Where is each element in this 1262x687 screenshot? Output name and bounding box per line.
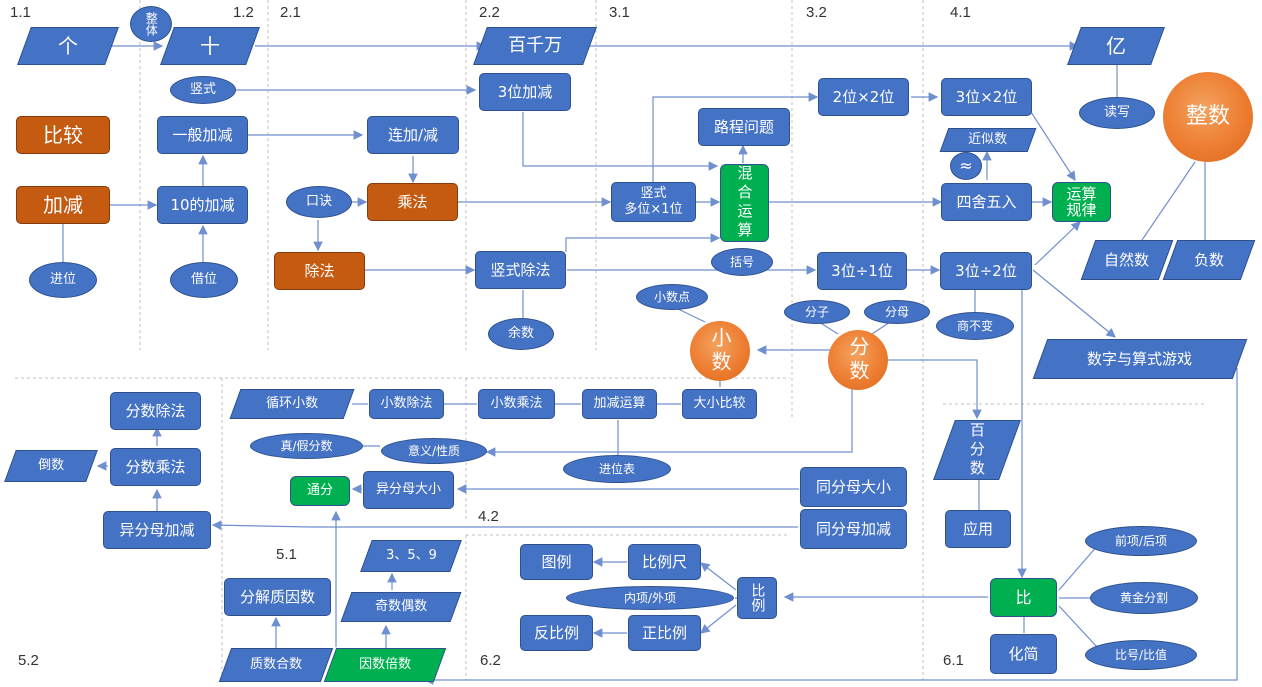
node-bihao-bizhi[interactable]: 比号/比值	[1085, 640, 1197, 670]
node-zhengbili[interactable]: 正比例	[628, 615, 701, 651]
node-lucheng-wenti[interactable]: 路程问题	[698, 108, 790, 146]
node-yinshu-beishu[interactable]: 因数倍数	[323, 648, 447, 682]
node-xiaoshu[interactable]: 小数	[690, 321, 750, 381]
node-sishewuru[interactable]: 四舍五入	[941, 183, 1032, 221]
node-shi[interactable]: 十	[160, 27, 260, 65]
node-ziranshu[interactable]: 自然数	[1080, 240, 1174, 280]
node-huajian[interactable]: 化简	[990, 634, 1057, 674]
node-zhengti[interactable]: 整体	[130, 6, 172, 42]
section-label-1-1: 1.1	[10, 4, 31, 21]
node-bijiao[interactable]: 比较	[16, 116, 110, 154]
node-3wei-jiajian[interactable]: 3位加减	[479, 73, 571, 111]
node-approx[interactable]: ≈	[950, 152, 982, 180]
node-yibanjiajian[interactable]: 一般加减	[157, 116, 248, 154]
node-chengfa[interactable]: 乘法	[367, 183, 458, 221]
node-fenshu-chufa[interactable]: 分数除法	[110, 392, 201, 430]
node-fenmu[interactable]: 分母	[864, 300, 930, 324]
node-neixiang-waixiang[interactable]: 内项/外项	[566, 586, 734, 610]
node-zhenjia-fenshu[interactable]: 真/假分数	[250, 433, 363, 459]
node-lianjiajian[interactable]: 连加/减	[367, 116, 459, 154]
node-yi[interactable]: 亿	[1067, 27, 1165, 65]
node-yunsuan-guilv[interactable]: 运算 规律	[1052, 182, 1111, 222]
node-fenjie-zhiyinshu[interactable]: 分解质因数	[224, 578, 331, 616]
node-3x2[interactable]: 3位×2位	[941, 78, 1032, 116]
node-tuli[interactable]: 图例	[520, 544, 593, 580]
node-yingyong[interactable]: 应用	[945, 510, 1011, 548]
node-3d2[interactable]: 3位÷2位	[940, 252, 1032, 290]
node-shushi[interactable]: 竖式	[170, 76, 236, 104]
node-3d1[interactable]: 3位÷1位	[817, 252, 907, 290]
node-daxiao-bijiao[interactable]: 大小比较	[682, 389, 757, 419]
node-jiajian[interactable]: 加减	[16, 186, 110, 224]
node-bilichi[interactable]: 比例尺	[628, 544, 701, 580]
section-label-5-2: 5.2	[18, 652, 39, 669]
node-tongfen[interactable]: 通分	[290, 476, 350, 506]
node-tongfenmu-jiajian[interactable]: 同分母加减	[800, 509, 907, 549]
node-yifenmu-daxiao[interactable]: 异分母大小	[363, 471, 454, 509]
node-jinweibiao[interactable]: 进位表	[563, 455, 671, 483]
node-bili[interactable]: 比例	[737, 577, 777, 619]
section-label-2-2: 2.2	[479, 4, 500, 21]
node-kuohao[interactable]: 括号	[711, 248, 773, 276]
node-fanbili[interactable]: 反比例	[520, 615, 593, 651]
node-chufa[interactable]: 除法	[274, 252, 365, 290]
node-shuzi-youxi[interactable]: 数字与算式游戏	[1032, 339, 1248, 379]
node-yushu[interactable]: 余数	[488, 318, 554, 350]
node-duxie[interactable]: 读写	[1079, 97, 1155, 129]
node-bi[interactable]: 比	[990, 578, 1057, 617]
node-ge[interactable]: 个	[17, 27, 119, 65]
node-shangbubian[interactable]: 商不变	[936, 312, 1014, 340]
section-label-4-2: 4.2	[478, 508, 499, 525]
node-daoshu[interactable]: 倒数	[4, 450, 98, 482]
node-3-5-9[interactable]: 3、5、9	[360, 540, 462, 572]
arrows	[96, 41, 1238, 685]
node-fenshu[interactable]: 分数	[828, 330, 888, 390]
section-label-6-1: 6.1	[943, 652, 964, 669]
node-yiyi-xingzhi[interactable]: 意义/性质	[381, 438, 487, 464]
node-jiajian-yunsuan[interactable]: 加减运算	[582, 389, 657, 419]
node-xiaoshu-chengfa[interactable]: 小数乘法	[478, 389, 555, 419]
section-label-4-1: 4.1	[950, 4, 971, 21]
node-zhishu-heshu[interactable]: 质数合数	[218, 648, 334, 682]
section-dividers	[15, 0, 1205, 680]
node-xunhuan-xiaoshu[interactable]: 循环小数	[229, 389, 355, 419]
node-fushu[interactable]: 负数	[1162, 240, 1256, 280]
node-huangjin-fenge[interactable]: 黄金分割	[1090, 582, 1198, 614]
node-baiqianwan[interactable]: 百千万	[473, 27, 597, 65]
node-shushi-chufa[interactable]: 竖式除法	[475, 251, 566, 289]
node-koujue[interactable]: 口诀	[286, 186, 352, 218]
node-jiewei[interactable]: 借位	[170, 262, 238, 298]
node-tongfenmu-daxiao[interactable]: 同分母大小	[800, 467, 907, 507]
node-2x2[interactable]: 2位×2位	[818, 78, 909, 116]
section-label-2-1: 2.1	[280, 4, 301, 21]
node-yifenmu-jiajian[interactable]: 异分母加减	[103, 511, 211, 549]
node-xiaoshu-chufa[interactable]: 小数除法	[369, 389, 444, 419]
section-label-1-2: 1.2	[233, 4, 254, 21]
section-label-3-1: 3.1	[609, 4, 630, 21]
section-label-6-2: 6.2	[480, 652, 501, 669]
node-hunhe-yunsuan[interactable]: 混合运算	[720, 164, 769, 242]
node-zhengshu[interactable]: 整数	[1163, 72, 1253, 162]
node-xiaoshudian[interactable]: 小数点	[636, 284, 708, 310]
node-fenzi[interactable]: 分子	[784, 300, 850, 324]
node-fenshu-chengfa[interactable]: 分数乘法	[110, 448, 201, 486]
section-label-5-1: 5.1	[276, 546, 297, 563]
node-jishu-oushu[interactable]: 奇数偶数	[340, 592, 462, 622]
node-jinsishu[interactable]: 近似数	[939, 128, 1037, 152]
node-shushi-duowei[interactable]: 竖式 多位×1位	[611, 182, 696, 222]
section-label-3-2: 3.2	[806, 4, 827, 21]
node-jinwei[interactable]: 进位	[29, 262, 97, 298]
node-qianxiang-houxiang[interactable]: 前项/后项	[1085, 526, 1197, 556]
node-10-jiajian[interactable]: 10的加减	[157, 186, 248, 224]
